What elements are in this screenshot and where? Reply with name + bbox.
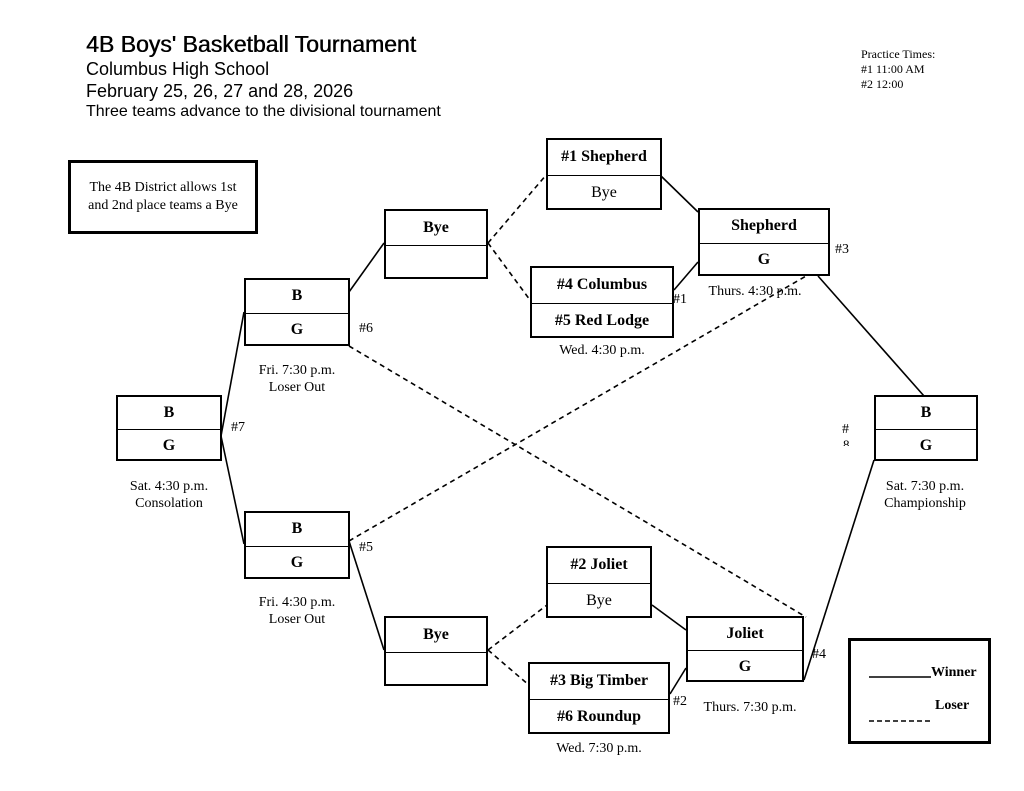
loser-line xyxy=(348,345,807,618)
game-number-8-cut: 8 xyxy=(843,438,850,446)
game-5-time: Fri. 4:30 p.m. Loser Out xyxy=(246,594,348,628)
game-6-top: B xyxy=(291,287,303,304)
legend-winner-label: Winner xyxy=(931,665,977,680)
game-number-3: #3 xyxy=(835,242,849,257)
seed-2-bye: Bye xyxy=(586,592,612,609)
game-6-box: B G xyxy=(244,278,350,346)
winner-line xyxy=(660,175,699,213)
seed-1-team: #1 Shepherd xyxy=(561,148,647,165)
seed-1-box: #1 Shepherd Bye xyxy=(546,138,662,210)
legend: Winner Loser xyxy=(848,638,991,744)
game-4-box: Joliet G xyxy=(686,616,804,682)
loser-line xyxy=(487,604,548,651)
winner-line xyxy=(817,275,925,397)
game-number-4: #4 xyxy=(812,647,826,662)
game-7-top: B xyxy=(163,403,175,421)
game-5-top: B xyxy=(291,520,303,537)
game-number-7: #7 xyxy=(231,420,245,435)
game-6-bottom: G xyxy=(290,321,304,338)
game-number-5: #5 xyxy=(359,540,373,555)
seed-1-bye: Bye xyxy=(591,184,617,201)
bye-lower-box: Bye xyxy=(384,616,488,686)
header: 4B Boys' Basketball Tournament Columbus … xyxy=(86,30,441,122)
game-3-team: Shepherd xyxy=(731,217,797,234)
game-5-note: Loser Out xyxy=(268,612,326,627)
game-6-note: Loser Out xyxy=(268,380,326,395)
game-7-bottom: G xyxy=(162,436,176,454)
game-7-note: Consolation xyxy=(135,496,203,511)
seed-2-team: #2 Joliet xyxy=(570,556,628,573)
game-number-6: #6 xyxy=(359,321,373,336)
game-1-team-columbus: #4 Columbus xyxy=(556,276,648,293)
tournament-title: 4B Boys' Basketball Tournament xyxy=(86,31,416,57)
game-2-team-roundup: #6 Roundup xyxy=(556,708,642,725)
championship-bottom: G xyxy=(919,436,933,454)
practice-line-1: #1 11:00 AM xyxy=(861,62,925,76)
winner-line xyxy=(348,242,385,293)
championship-time: Sat. 7:30 p.m. Championship xyxy=(866,478,984,512)
game-6-time-text: Fri. 7:30 p.m. xyxy=(258,363,336,378)
game-5-bottom: G xyxy=(290,554,304,571)
game-number-1: #1 xyxy=(673,292,687,307)
game-7-time: Sat. 4:30 p.m. Consolation xyxy=(112,478,226,512)
bye-upper-label: Bye xyxy=(423,218,449,236)
legend-loser-label: Loser xyxy=(935,698,970,713)
championship-box: B G xyxy=(874,395,978,461)
winner-line xyxy=(651,604,687,631)
game-5-box: B G xyxy=(244,511,350,579)
winner-line xyxy=(348,540,385,651)
loser-line xyxy=(348,275,807,542)
winner-line xyxy=(220,311,245,437)
winner-line xyxy=(669,667,687,695)
game-number-2: #2 xyxy=(673,694,687,709)
practice-line-2: #2 12:00 xyxy=(861,77,904,91)
championship-top: B xyxy=(920,403,932,421)
bye-note-text: The 4B District allows 1st and 2nd place… xyxy=(88,180,238,213)
game-6-time: Fri. 7:30 p.m. Loser Out xyxy=(246,362,348,396)
championship-note: Championship xyxy=(884,496,966,511)
practice-times: Practice Times: #1 11:00 AM #2 12:00 xyxy=(861,47,935,92)
game-3-time: Thurs. 4:30 p.m. xyxy=(708,284,802,299)
practice-heading: Practice Times: xyxy=(861,47,936,61)
school-name: Columbus High School xyxy=(86,59,270,79)
winner-line xyxy=(803,459,875,681)
tournament-subtitle: Three teams advance to the divisional to… xyxy=(86,103,441,120)
loser-line xyxy=(487,242,531,301)
tournament-dates: February 25, 26, 27 and 28, 2026 xyxy=(86,81,354,101)
loser-line xyxy=(487,173,548,244)
game-2-box: #3 Big Timber #6 Roundup xyxy=(528,662,670,734)
game-1-box: #4 Columbus #5 Red Lodge xyxy=(530,266,674,338)
game-4-bottom: G xyxy=(738,657,752,675)
loser-line xyxy=(487,649,531,687)
game-7-box: B G xyxy=(116,395,222,461)
game-1-team-red-lodge: #5 Red Lodge xyxy=(554,312,650,329)
game-4-team: Joliet xyxy=(726,624,764,642)
game-3-bottom: G xyxy=(757,251,771,268)
game-2-time: Wed. 7:30 p.m. xyxy=(556,741,642,756)
game-4-time: Thurs. 7:30 p.m. xyxy=(703,700,797,715)
game-1-time: Wed. 4:30 p.m. xyxy=(559,343,645,358)
seed-2-box: #2 Joliet Bye xyxy=(546,546,652,618)
game-7-time-text: Sat. 4:30 p.m. xyxy=(129,479,209,494)
game-3-box: Shepherd G xyxy=(698,208,830,276)
bye-note: The 4B District allows 1st and 2nd place… xyxy=(68,160,258,234)
legend-lines xyxy=(869,676,933,722)
bye-lower-label: Bye xyxy=(423,625,449,643)
game-number-8: # xyxy=(842,422,849,437)
championship-time-text: Sat. 7:30 p.m. xyxy=(885,479,965,494)
game-2-team-big-timber: #3 Big Timber xyxy=(549,672,649,689)
game-5-time-text: Fri. 4:30 p.m. xyxy=(258,595,336,610)
winner-line xyxy=(220,435,245,545)
bye-upper-box: Bye xyxy=(384,209,488,279)
winner-line xyxy=(673,261,699,291)
